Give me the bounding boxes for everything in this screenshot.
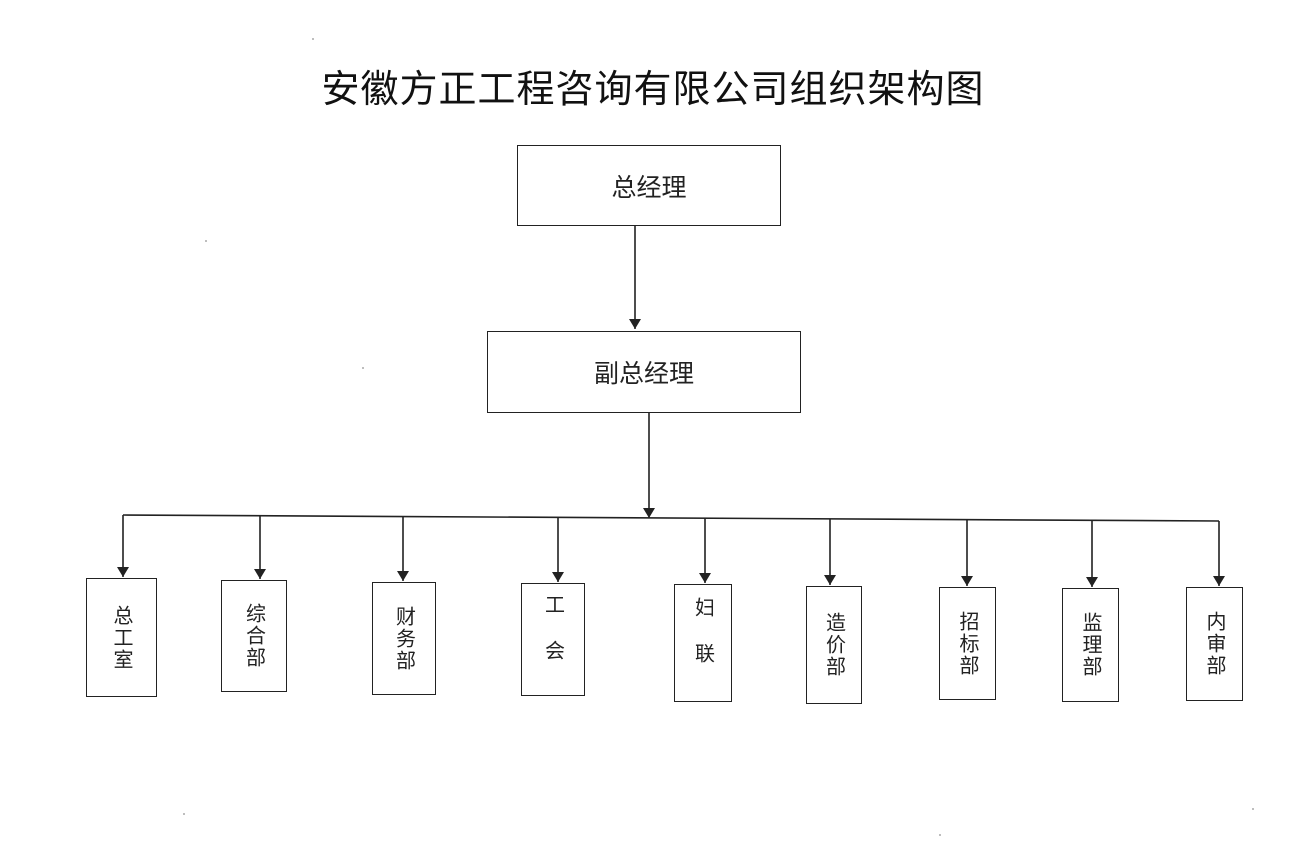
deputy-general-manager-box: 副总经理 (487, 331, 801, 413)
scan-speck (939, 834, 941, 836)
department-label: 监理部 (1079, 612, 1103, 678)
department-box: 监理部 (1062, 588, 1119, 702)
scan-speck (312, 38, 314, 40)
department-box: 财务部 (372, 582, 436, 695)
department-box: 造价部 (806, 586, 862, 704)
department-label: 内审部 (1203, 611, 1227, 677)
scan-speck (1252, 808, 1254, 810)
connector-bus (122, 514, 1220, 522)
department-label: 招标部 (956, 610, 980, 677)
scan-speck (362, 367, 364, 369)
department-label: 妇联 (691, 597, 716, 689)
department-label: 财务部 (392, 605, 417, 672)
deputy-general-manager-label: 副总经理 (593, 359, 694, 388)
department-box: 妇联 (674, 584, 732, 702)
department-label: 综合部 (242, 603, 267, 669)
department-label: 工会 (541, 593, 566, 686)
department-box: 招标部 (939, 587, 996, 700)
chart-title: 安徽方正工程咨询有限公司组织架构图 (321, 67, 985, 111)
department-box: 综合部 (221, 580, 287, 692)
department-box: 内审部 (1186, 587, 1243, 701)
department-box: 工会 (521, 583, 585, 696)
scan-speck (205, 240, 207, 242)
department-label: 总工室 (110, 604, 134, 671)
general-manager-box: 总经理 (517, 145, 781, 226)
department-box: 总工室 (86, 578, 157, 697)
scan-speck (183, 813, 185, 815)
general-manager-label: 总经理 (611, 172, 687, 202)
department-label: 造价部 (822, 612, 847, 678)
